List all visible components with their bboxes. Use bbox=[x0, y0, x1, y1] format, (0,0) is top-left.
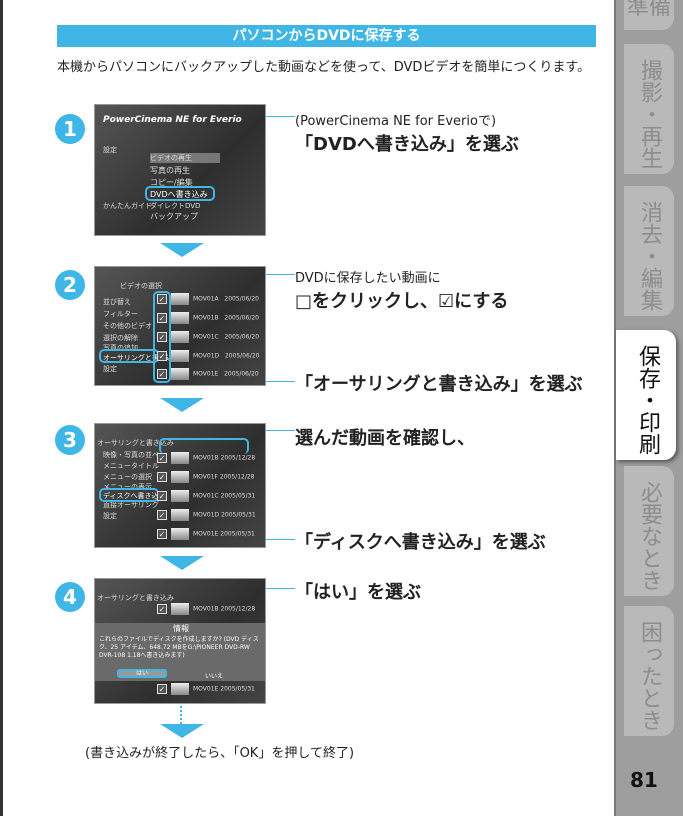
page-edge bbox=[0, 0, 3, 816]
menu-item: オーサリングと書き込み bbox=[103, 354, 180, 362]
arrow-down-icon bbox=[160, 556, 204, 570]
intro-text: 本機からパソコンにバックアップした動画などを使って、DVDビデオを簡単につくりま… bbox=[57, 60, 591, 75]
arrow-down-icon bbox=[160, 398, 204, 412]
menu-item: 設定 bbox=[103, 365, 117, 373]
menu-item: メニューの表示 bbox=[103, 483, 152, 491]
side-index: 準備 撮影・再生 消去・編集 保存・印刷 必要なとき 困ったとき 81 bbox=[614, 0, 683, 816]
step-number: 3 bbox=[55, 425, 85, 455]
highlight bbox=[99, 488, 159, 502]
menu-item: 設定 bbox=[103, 146, 117, 154]
menu-item: 並び替え bbox=[103, 298, 131, 306]
menu-item: 写真の再生 bbox=[150, 166, 190, 175]
menu-item: コピー/編集 bbox=[150, 178, 193, 187]
menu-item: ダイレクトDVD bbox=[150, 202, 201, 210]
leader-line bbox=[265, 116, 295, 117]
app-title: PowerCinema NE for Everio bbox=[103, 115, 242, 125]
menu-item: 写真の追加 bbox=[103, 344, 138, 352]
tab-save-print[interactable]: 保存・印刷 bbox=[616, 330, 676, 460]
yes-button[interactable]: はい bbox=[117, 669, 167, 678]
step-action: 「はい」を選ぶ bbox=[295, 582, 421, 603]
leader-line bbox=[265, 539, 295, 540]
screenshot-step-2: ビデオの選択 並び替え フィルター その他のビデオ 選択の解除 写真の追加 オー… bbox=[94, 266, 266, 386]
step-caption: DVDに保存したい動画に bbox=[295, 271, 441, 286]
section-header: パソコンからDVDに保存する bbox=[57, 25, 596, 47]
step-number: 1 bbox=[55, 114, 85, 144]
step-caption: (PowerCinema NE for Everioで) bbox=[295, 114, 497, 129]
dialog-text: これらのファイルでディスクを作成しますか? (DVD ディスク、25 アイテム、… bbox=[99, 636, 259, 659]
menu-item: メニューの選択 bbox=[103, 473, 152, 481]
menu-item: かんたんガイド bbox=[103, 202, 152, 210]
menu-item: バックアップ bbox=[150, 212, 198, 221]
highlight bbox=[153, 291, 171, 383]
leader-line bbox=[265, 588, 295, 589]
tab-delete-edit[interactable]: 消去・編集 bbox=[624, 186, 674, 316]
screen-title: オーサリングと書き込み bbox=[97, 439, 174, 447]
arrow-down-icon bbox=[160, 724, 204, 738]
leader-line bbox=[265, 274, 295, 275]
menu-item: 直接オーサリング bbox=[103, 501, 159, 509]
menu-item: ビデオの再生 bbox=[150, 153, 220, 163]
screenshot-step-1: PowerCinema NE for Everio 設定 ビデオの再生 写真の再… bbox=[94, 104, 266, 236]
menu-item: ディスクへ書き込み bbox=[103, 492, 166, 500]
menu-item: 設定 bbox=[103, 512, 117, 520]
menu-item: フィルター bbox=[103, 310, 138, 318]
screen-title: オーサリングと書き込み bbox=[97, 594, 174, 602]
leader-line bbox=[265, 381, 295, 382]
dialog: 情報 これらのファイルでディスクを作成しますか? (DVD ディスク、25 アイ… bbox=[95, 623, 265, 681]
step-number: 2 bbox=[55, 270, 85, 300]
menu-item: 選択の解除 bbox=[103, 334, 138, 342]
arrow-down-icon bbox=[160, 243, 204, 257]
highlight bbox=[145, 186, 215, 201]
tab-troubleshooting[interactable]: 困ったとき bbox=[624, 606, 674, 736]
step-action: 選んだ動画を確認し、 bbox=[295, 428, 475, 449]
step-action: 「ディスクへ書き込み」を選ぶ bbox=[295, 532, 546, 553]
step-action: □をクリックし、☑にする bbox=[295, 291, 509, 312]
step-action: 「オーサリングと書き込み」を選ぶ bbox=[295, 374, 583, 395]
highlight bbox=[159, 438, 249, 454]
step-action: 「DVDへ書き込み」を選ぶ bbox=[295, 134, 519, 155]
tab-when-needed[interactable]: 必要なとき bbox=[624, 466, 674, 596]
highlight bbox=[99, 349, 159, 363]
dialog-title: 情報 bbox=[173, 624, 189, 633]
menu-item: DVDへ書き込み bbox=[150, 190, 208, 199]
screenshot-step-3: オーサリングと書き込み 映像・写真の並べ メニュータイトル メニューの選択 メニ… bbox=[94, 423, 266, 548]
screen-title: ビデオの選択 bbox=[120, 282, 162, 290]
step-number: 4 bbox=[55, 582, 85, 612]
tab-preparation[interactable]: 準備 bbox=[624, 0, 674, 30]
menu-item: 映像・写真の並べ bbox=[103, 451, 159, 459]
screenshot-step-4: オーサリングと書き込み ✓MOV01B 2005/12/28 情報 これらのファ… bbox=[94, 578, 266, 704]
menu-item: その他のビデオ bbox=[103, 322, 152, 330]
end-note: (書き込みが終了したら、「OK」を押して終了) bbox=[85, 746, 355, 761]
page-number: 81 bbox=[630, 768, 658, 792]
leader-line bbox=[265, 430, 295, 431]
dotted-line bbox=[180, 706, 182, 724]
no-button[interactable]: いいえ bbox=[205, 673, 224, 680]
menu-item: メニュータイトル bbox=[103, 462, 159, 470]
tab-shoot-play[interactable]: 撮影・再生 bbox=[624, 44, 674, 174]
